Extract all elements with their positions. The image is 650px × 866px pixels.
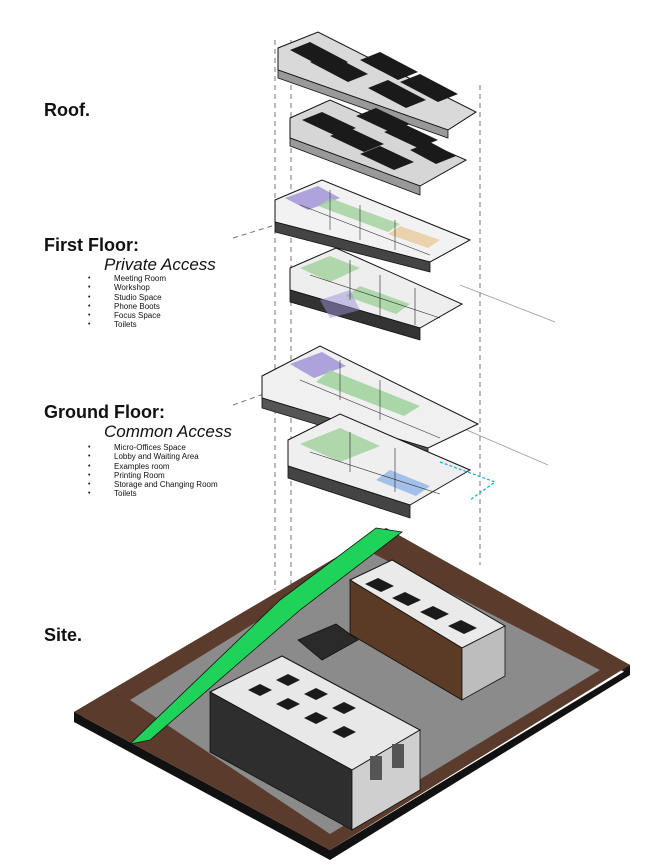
ground-floor-lower-plate <box>287 413 497 519</box>
site-label: Site. <box>44 625 83 645</box>
first-floor-lower-plate <box>289 247 464 341</box>
list-item: Focus Space <box>88 311 166 321</box>
site-model <box>74 527 630 860</box>
first-floor-access: Private Access <box>104 255 216 274</box>
site-building-left <box>208 655 422 831</box>
first-floor-upper-plate <box>274 179 472 273</box>
ground-floor-room-list: Micro-Offices Space Lobby and Waiting Ar… <box>88 443 218 499</box>
list-item: Workshop <box>88 283 166 293</box>
list-item: Studio Space <box>88 293 166 303</box>
roof-lower-slab <box>289 99 468 196</box>
list-item: Lobby and Waiting Area <box>88 452 218 462</box>
site-building-right <box>348 559 507 701</box>
list-item: Meeting Room <box>88 274 166 284</box>
ground-floor-label: Ground Floor: <box>44 402 165 422</box>
list-item: Storage and Changing Room <box>88 480 218 490</box>
list-item: Micro-Offices Space <box>88 443 218 453</box>
list-item: Toilets <box>88 489 218 499</box>
ground-floor-access: Common Access <box>104 422 232 441</box>
list-item: Phone Boots <box>88 302 166 312</box>
first-floor-room-list: Meeting Room Workshop Studio Space Phone… <box>88 274 166 330</box>
list-item: Toilets <box>88 320 166 330</box>
roof-upper-slab <box>277 31 478 139</box>
roof-label: Roof. <box>44 100 90 120</box>
first-floor-label: First Floor: <box>44 235 139 255</box>
section-lines <box>454 284 556 466</box>
list-item: Printing Room <box>88 471 218 481</box>
list-item: Examples room <box>88 462 218 472</box>
